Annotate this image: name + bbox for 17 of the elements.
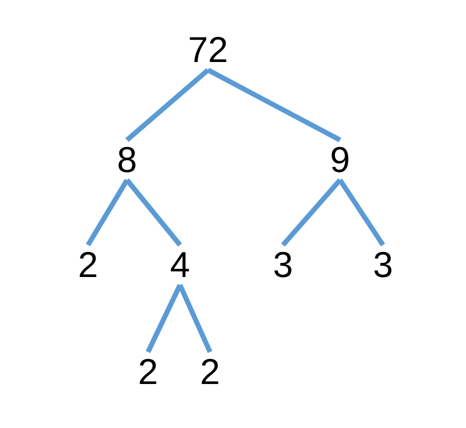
branch-line [178, 284, 212, 354]
number-label: 3 [272, 244, 294, 285]
branch-line [125, 178, 182, 247]
number-label: 3 [372, 244, 394, 285]
branch-line [281, 178, 342, 247]
number-label: 4 [170, 244, 190, 285]
branch-line [146, 284, 182, 354]
number-label: 2 [200, 351, 220, 392]
branch-line [338, 178, 386, 246]
number-label: 2 [78, 244, 98, 285]
branch-line [86, 178, 130, 246]
number-label: 2 [138, 351, 158, 392]
number-label: 8 [116, 139, 138, 180]
number-label: 9 [330, 139, 350, 180]
branch-line [125, 68, 210, 142]
branch-line [206, 68, 342, 142]
number-label: 72 [188, 29, 228, 70]
